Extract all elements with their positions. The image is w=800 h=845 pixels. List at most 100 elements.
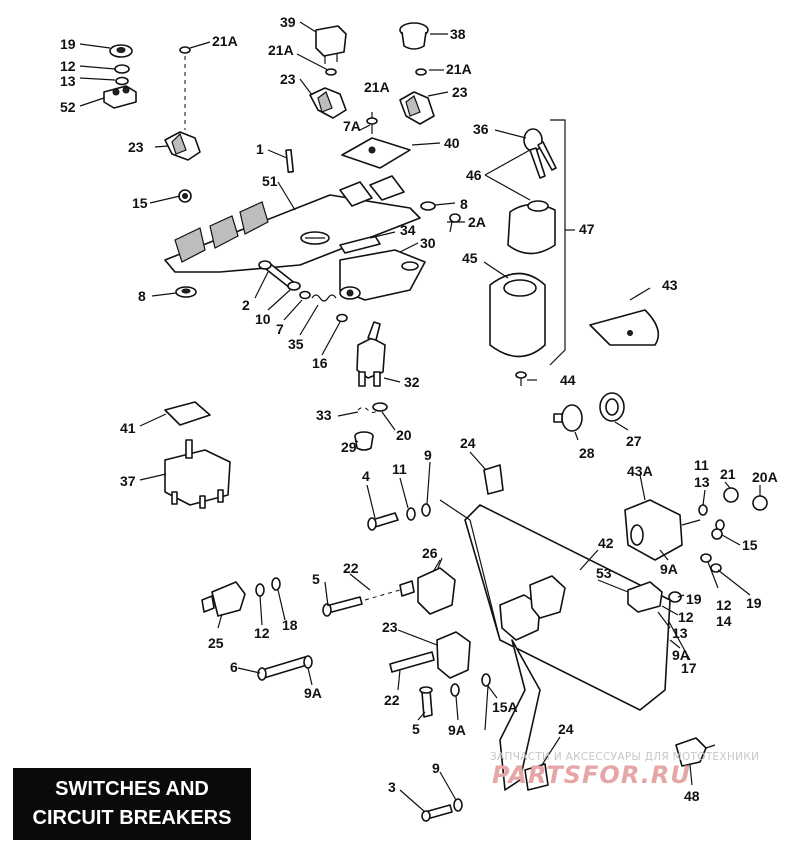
callout-25: 25 bbox=[208, 635, 224, 651]
callout-13-right: 13 bbox=[694, 474, 710, 490]
callout-38: 38 bbox=[450, 26, 466, 42]
bolt-2 bbox=[258, 260, 297, 289]
callout-3: 3 bbox=[388, 779, 396, 795]
callout-8-left: 8 bbox=[138, 288, 146, 304]
callout-45: 45 bbox=[462, 250, 478, 266]
washer-7 bbox=[299, 290, 311, 300]
ring-27 bbox=[599, 392, 625, 422]
callout-26: 26 bbox=[422, 545, 438, 561]
callout-16: 16 bbox=[312, 355, 328, 371]
clip-24-lower bbox=[524, 763, 549, 791]
callout-10: 10 bbox=[255, 311, 271, 327]
callout-9-bottom: 9 bbox=[432, 760, 440, 776]
callout-32: 32 bbox=[404, 374, 420, 390]
callout-5-upper: 5 bbox=[312, 571, 320, 587]
callout-39: 39 bbox=[280, 14, 296, 30]
callout-11-left: 11 bbox=[392, 461, 407, 477]
callout-14: 14 bbox=[716, 613, 732, 629]
callout-42: 42 bbox=[598, 535, 614, 551]
callout-47: 47 bbox=[579, 221, 595, 237]
callout-17: 17 bbox=[681, 660, 697, 676]
callout-19-right: 19 bbox=[746, 595, 762, 611]
nut-19 bbox=[109, 44, 133, 58]
callout-15A: 15A bbox=[492, 699, 518, 715]
callout-22-upper: 22 bbox=[343, 560, 359, 576]
callout-19: 19 bbox=[60, 36, 76, 52]
callout-19-mid: 19 bbox=[686, 591, 702, 607]
callout-11-right: 11 bbox=[694, 457, 709, 473]
clip-23-lower bbox=[436, 631, 471, 679]
terminal-block-52 bbox=[103, 85, 137, 109]
washer-9 bbox=[421, 503, 431, 517]
callout-35: 35 bbox=[288, 336, 304, 352]
cover-43 bbox=[589, 309, 660, 346]
callout-37: 37 bbox=[120, 473, 136, 489]
callout-12-left: 12 bbox=[254, 625, 270, 641]
washers-12-14-19 bbox=[700, 553, 722, 573]
callout-5-lower: 5 bbox=[412, 721, 420, 737]
callout-20: 20 bbox=[396, 427, 412, 443]
washer-9-bottom bbox=[453, 798, 463, 812]
screw-22-lower bbox=[389, 651, 435, 673]
callout-4: 4 bbox=[362, 468, 370, 484]
callout-9A-left: 9A bbox=[304, 685, 322, 701]
callout-18: 18 bbox=[282, 617, 298, 633]
callout-22-lower: 22 bbox=[384, 692, 400, 708]
callout-6: 6 bbox=[230, 659, 238, 675]
callout-27: 27 bbox=[626, 433, 642, 449]
callout-43A: 43A bbox=[627, 463, 653, 479]
callout-21A-right: 21A bbox=[446, 61, 472, 77]
callout-7: 7 bbox=[276, 321, 284, 337]
callout-40: 40 bbox=[444, 135, 460, 151]
callout-12-right: 12 bbox=[716, 597, 732, 613]
screw-2A bbox=[449, 213, 461, 233]
switch-body-45 bbox=[489, 272, 546, 358]
bracket-30 bbox=[339, 249, 426, 301]
washer-8-left bbox=[175, 286, 197, 298]
callout-41: 41 bbox=[120, 420, 136, 436]
screw-21A-right bbox=[415, 68, 427, 76]
switch-cover-46 bbox=[507, 200, 556, 255]
bolt-6 bbox=[257, 655, 313, 681]
knob-29 bbox=[354, 431, 374, 451]
callout-24-upper: 24 bbox=[460, 435, 476, 451]
callout-23-right: 23 bbox=[452, 84, 468, 100]
screw-21A-center bbox=[325, 68, 337, 76]
ground-lead-15A bbox=[481, 673, 491, 731]
pin-1 bbox=[285, 148, 295, 173]
washer-9A-lower bbox=[450, 683, 460, 697]
toggle-switch-37 bbox=[164, 439, 231, 509]
relay-39 bbox=[315, 25, 347, 64]
breaker-43A bbox=[624, 499, 701, 561]
callout-24-lower: 24 bbox=[558, 721, 574, 737]
switch-28 bbox=[553, 404, 583, 432]
watermark-logo: PARTSFOR.RU bbox=[492, 761, 691, 789]
cap-38 bbox=[399, 22, 429, 50]
callout-12: 12 bbox=[60, 58, 76, 74]
callout-13-mid: 13 bbox=[672, 625, 688, 641]
washer-8-top bbox=[420, 201, 436, 211]
relay-26 bbox=[417, 557, 456, 615]
lockwasher-15 bbox=[178, 189, 192, 203]
label-34 bbox=[339, 235, 381, 254]
callout-20A: 20A bbox=[752, 469, 778, 485]
callout-23-center: 23 bbox=[280, 71, 296, 87]
washer-15-right bbox=[711, 528, 723, 540]
clip-23-center bbox=[309, 87, 347, 119]
callout-9A-mid: 9A bbox=[672, 647, 690, 663]
bolt-5-upper bbox=[322, 596, 363, 617]
screw-21A-left bbox=[179, 46, 191, 130]
breaker-on-panel bbox=[499, 575, 566, 641]
callout-46: 46 bbox=[466, 167, 482, 183]
callout-52: 52 bbox=[60, 99, 76, 115]
callout-51: 51 bbox=[262, 173, 278, 189]
bolt-3 bbox=[421, 804, 453, 822]
washer-11 bbox=[406, 507, 416, 521]
watermark-tagline: ЗАПЧАСТИ И АКСЕССУАРЫ ДЛЯ МОТОТЕХНИКИ bbox=[490, 751, 760, 763]
callout-15-right: 15 bbox=[742, 537, 758, 553]
callout-36: 36 bbox=[473, 121, 489, 137]
callout-21A-left: 21A bbox=[212, 33, 238, 49]
washers-12-18 bbox=[255, 577, 281, 597]
pressure-switch-25 bbox=[201, 581, 246, 617]
